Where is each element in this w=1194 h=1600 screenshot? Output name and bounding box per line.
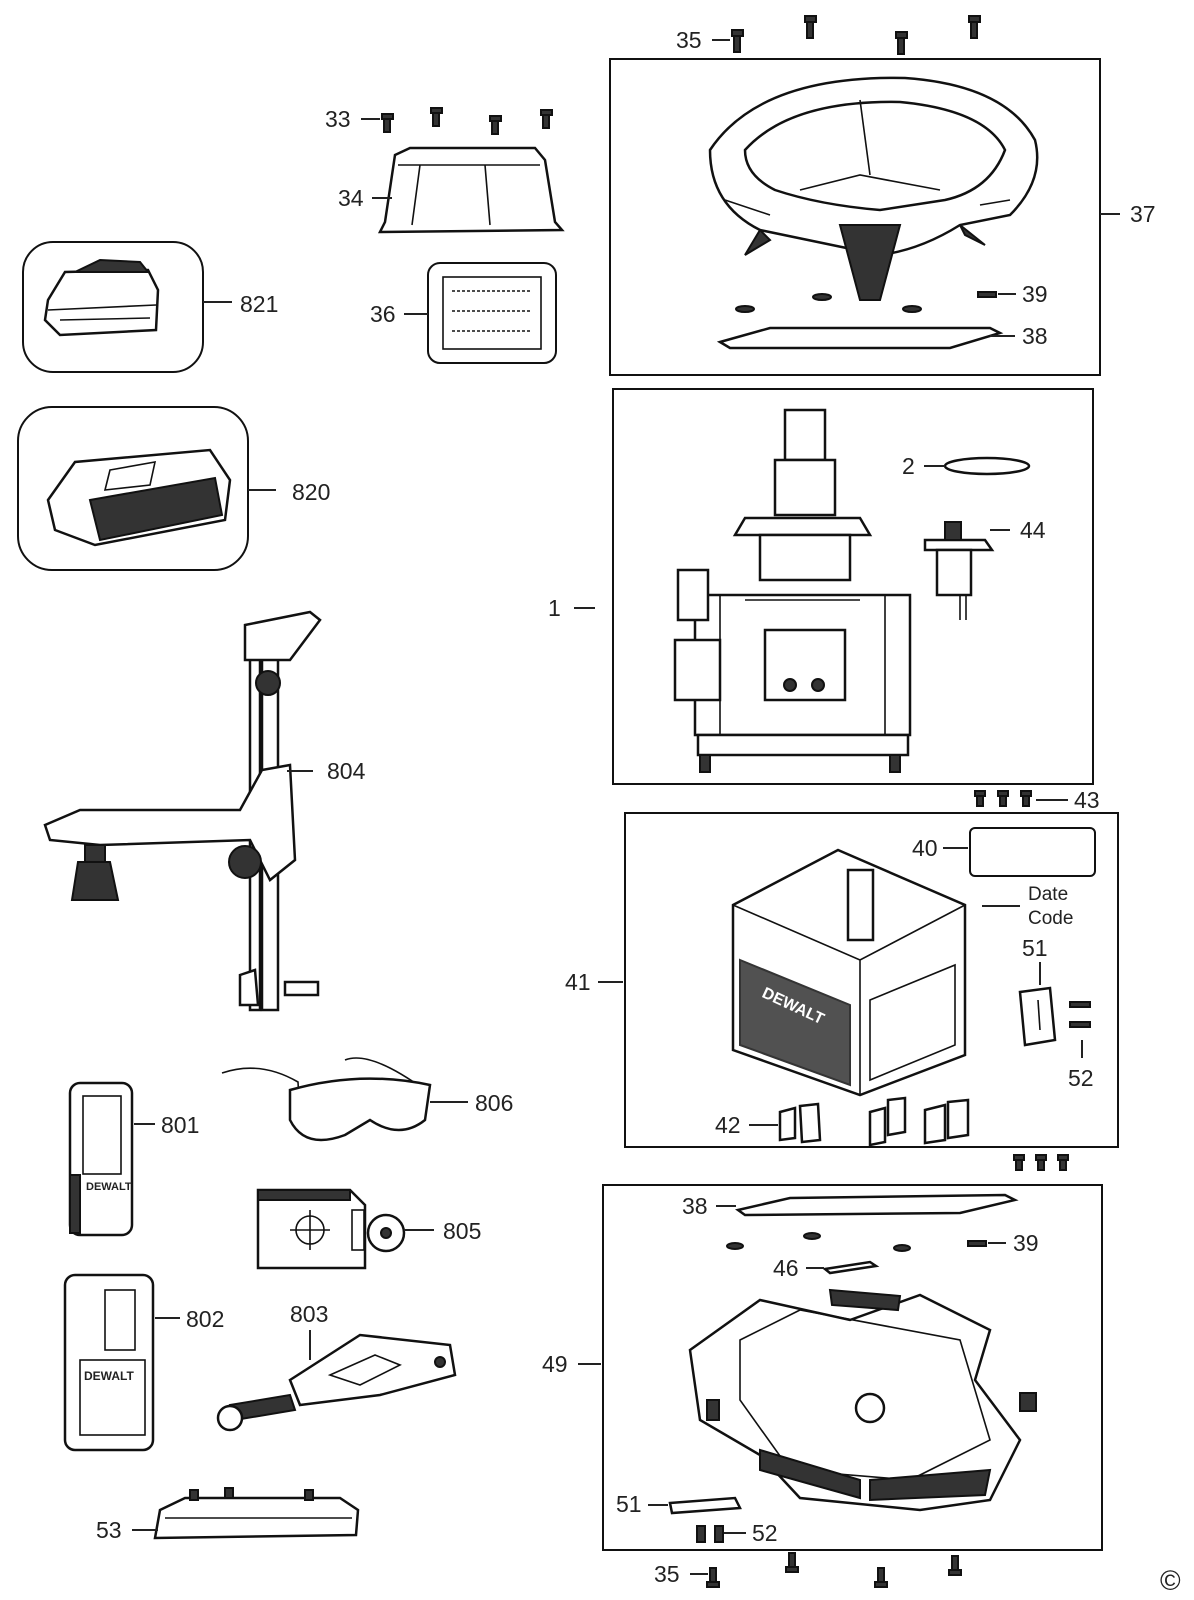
callout-53: 53 xyxy=(96,1517,122,1543)
callout-49: 49 xyxy=(542,1351,568,1377)
callout-35-top: 35 xyxy=(676,27,702,53)
callout-39-bottom: 39 xyxy=(1013,1230,1039,1256)
brand-logo: DEWALT xyxy=(86,1181,132,1193)
top-cover-34 xyxy=(377,146,565,234)
o-ring-2 xyxy=(943,456,1031,476)
callout-34: 34 xyxy=(338,185,364,211)
callout-805: 805 xyxy=(443,1218,481,1244)
assembly-box-41 xyxy=(624,812,1119,1148)
detector-802: DEWALT xyxy=(63,1273,155,1452)
bracket-51-right xyxy=(1018,986,1057,1047)
motor-44 xyxy=(923,521,995,620)
callout-801: 801 xyxy=(161,1112,199,1138)
callout-39-top: 39 xyxy=(1022,281,1048,307)
date-label-40 xyxy=(969,827,1096,877)
box-820 xyxy=(17,406,249,571)
callout-804: 804 xyxy=(327,758,366,784)
wall-mount-804 xyxy=(43,610,322,1012)
callout-46: 46 xyxy=(773,1255,799,1281)
callout-35-bottom: 35 xyxy=(654,1561,680,1587)
callout-37: 37 xyxy=(1130,201,1156,227)
callout-40: 40 xyxy=(912,835,938,861)
callout-806: 806 xyxy=(475,1090,513,1116)
callout-51-bottom: 51 xyxy=(616,1491,642,1517)
callout-802: 802 xyxy=(186,1306,224,1332)
battery-821 xyxy=(43,258,160,337)
gasket-38-bottom xyxy=(735,1193,1019,1217)
date-code-line1: Date xyxy=(1028,884,1068,905)
gasket-38-top xyxy=(716,326,1004,350)
brand-logo: DEWALT xyxy=(84,1369,134,1383)
laser-module-1 xyxy=(673,408,912,773)
target-card-805 xyxy=(256,1188,406,1270)
date-code-line2: Code xyxy=(1028,908,1073,929)
callout-44: 44 xyxy=(1020,517,1046,543)
screws-52-bottom xyxy=(696,1525,724,1543)
screws-35-bottom xyxy=(706,1552,962,1588)
assembly-box-49 xyxy=(602,1184,1103,1551)
callout-38-bottom: 38 xyxy=(682,1193,708,1219)
callout-820: 820 xyxy=(292,479,330,505)
callout-38-top: 38 xyxy=(1022,323,1048,349)
callout-41: 41 xyxy=(565,969,591,995)
charger-820 xyxy=(46,448,232,547)
callout-52-bottom: 52 xyxy=(752,1520,778,1546)
feet-39-top xyxy=(735,291,997,313)
remote-801: DEWALT xyxy=(68,1081,134,1237)
callout-821: 821 xyxy=(240,291,278,317)
screws-43 xyxy=(974,790,1032,807)
assembly-box-1 xyxy=(612,388,1094,785)
callout-1: 1 xyxy=(548,595,561,621)
base-49 xyxy=(688,1288,1037,1512)
clamp-803 xyxy=(216,1333,457,1432)
laser-glasses-806 xyxy=(221,1057,432,1142)
callout-36: 36 xyxy=(370,301,396,327)
callout-52-right: 52 xyxy=(1068,1065,1094,1091)
assembly-box-37 xyxy=(609,58,1101,376)
callout-43: 43 xyxy=(1074,787,1100,813)
bracket-51-bottom xyxy=(668,1496,742,1515)
feet-39-bottom xyxy=(726,1232,987,1252)
callout-51-right: 51 xyxy=(1022,935,1048,961)
box-821 xyxy=(22,241,204,373)
screw-icon xyxy=(731,15,981,55)
callout-42: 42 xyxy=(715,1112,741,1138)
base-plate-53 xyxy=(153,1487,360,1540)
callout-2: 2 xyxy=(902,453,915,479)
screws-between-41-49 xyxy=(1013,1154,1069,1171)
top-cage-handle xyxy=(708,76,1039,301)
label-plate-36 xyxy=(427,262,557,364)
screws-52-right xyxy=(1069,1001,1091,1028)
clips-42 xyxy=(778,1096,970,1147)
screws-35-top: 35 xyxy=(676,15,981,55)
copyright-mark: © xyxy=(1160,1565,1181,1596)
pad-46 xyxy=(822,1260,880,1275)
callout-803: 803 xyxy=(290,1301,328,1327)
housing-41: DEWALT xyxy=(731,848,967,1097)
screws-33 xyxy=(381,107,553,135)
callout-33: 33 xyxy=(325,106,351,132)
